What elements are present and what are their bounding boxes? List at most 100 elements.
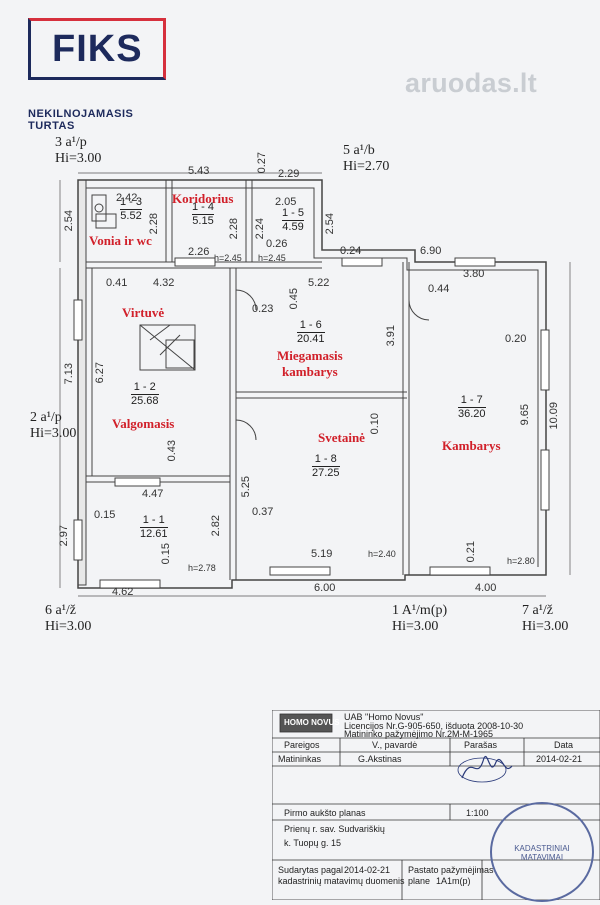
dim-label: 0.45 <box>288 288 300 310</box>
tb-cert: Matininko pažymėjimo Nr.2M-M-1965 <box>344 729 494 739</box>
dim-label: 9.65 <box>519 404 531 426</box>
dim-label: 2.28 <box>148 213 160 235</box>
dim-label: 2.26 <box>188 246 210 258</box>
dim-label: h=2.40 <box>368 549 396 559</box>
dim-label: 3.91 <box>385 325 397 347</box>
room-name-corridor: Koridorius <box>172 191 234 206</box>
dim-label: 4.32 <box>153 277 175 289</box>
dim-label: 0.23 <box>252 303 274 315</box>
tb-col-date: Data <box>554 740 574 750</box>
tb-plan-ref: plane <box>408 876 431 886</box>
tb-scale: 1:100 <box>466 808 489 818</box>
dim-label: 4.47 <box>142 488 164 500</box>
tb-name: G.Akstinas <box>358 754 402 764</box>
fiks-logo: FIKS NEKILNOJAMASIS TURTAS <box>28 18 168 132</box>
dim-label: 0.20 <box>505 333 527 345</box>
watermark: aruodas.lt <box>405 68 538 98</box>
tb-col-sign: Parašas <box>464 740 498 750</box>
dim-label: 7.13 <box>63 363 75 385</box>
homo-novus-logo-text: HOMO NOVUS <box>284 718 340 727</box>
dim-label: h=2.45 <box>258 253 286 263</box>
dim-label: 0.43 <box>166 440 178 462</box>
tb-compiled-date: 2014-02-21 <box>344 865 391 875</box>
tb-col-position: Pareigos <box>284 740 320 750</box>
dim-label: 3.80 <box>463 268 485 280</box>
dim-label: 10.09 <box>548 402 560 430</box>
dim-label: 0.44 <box>428 283 450 295</box>
tb-address2: k. Tuopų g. 15 <box>284 838 342 848</box>
signature <box>457 755 513 783</box>
dim-label: 2.24 <box>254 218 266 240</box>
dim-label: 0.41 <box>106 277 128 289</box>
room-name-bathroom: Vonia ir wc <box>89 233 152 248</box>
tb-plan-code: 1A1m(p) <box>436 876 471 886</box>
tb-date: 2014-02-21 <box>536 754 583 764</box>
dim-label: 0.15 <box>94 509 116 521</box>
dim-label: 2.29 <box>278 168 300 180</box>
tb-building-ref: Pastato pažymėjimas <box>408 865 494 875</box>
fiks-logo-frame <box>28 18 166 80</box>
dim-label: 6.27 <box>94 362 106 384</box>
room-name-living: Svetainė <box>318 430 365 445</box>
dim-label: 5.43 <box>188 165 210 177</box>
tb-compiled2: kadastrinių matavimų duomenis <box>278 876 405 886</box>
dim-label: 5.25 <box>240 476 252 498</box>
dim-label: 0.24 <box>340 245 362 257</box>
title-block-grid <box>271 709 600 901</box>
tb-position: Matininkas <box>278 754 322 764</box>
fiks-logo-text: FIKS <box>52 28 143 70</box>
dim-label: 0.27 <box>256 152 268 174</box>
dim-label: h=2.78 <box>188 563 216 573</box>
cadastral-stamp: KADASTRINIAI MATAVIMAI <box>490 802 594 902</box>
room-name-dining: Valgomasis <box>112 416 175 431</box>
tb-plan-title: Pirmo aukšto planas <box>284 808 366 818</box>
dim-label: 2.05 <box>275 196 297 208</box>
dim-label: 6.90 <box>420 245 442 257</box>
dim-label: 5.19 <box>311 548 333 560</box>
dim-label: h=2.45 <box>214 253 242 263</box>
dim-label: 0.15 <box>160 543 172 565</box>
facade-1-label: 1 A¹/m(p)Hi=3.00 <box>392 603 448 634</box>
dim-label: 2.42 <box>116 192 138 204</box>
dim-label: 4.00 <box>475 582 497 594</box>
dim-label: 0.37 <box>252 506 274 518</box>
room-name-room: Kambarys <box>442 438 501 453</box>
room-name-kitchen: Virtuvė <box>122 305 165 320</box>
dim-label: 0.21 <box>465 541 477 563</box>
tb-compiled: Sudarytas pagal <box>278 865 344 875</box>
dim-label: 4.62 <box>112 586 134 598</box>
fiks-tagline: NEKILNOJAMASIS TURTAS <box>28 108 134 132</box>
dim-label: 0.10 <box>369 413 381 435</box>
stamp-text: KADASTRINIAI MATAVIMAI <box>514 844 570 862</box>
dim-label: h=2.80 <box>507 556 535 566</box>
dim-label: 2.82 <box>210 515 222 537</box>
dim-label: 2.54 <box>63 210 75 232</box>
tb-company: UAB "Homo Novus" <box>344 712 424 722</box>
tb-address1: Prienų r. sav. Sudvariškių <box>284 824 385 834</box>
floor-plan-drawing <box>59 172 571 597</box>
title-block: HOMO NOVUS UAB "Homo Novus" Licencijos N… <box>271 709 600 902</box>
tb-license: Licencijos Nr.G-905-650, išduota 2008-10… <box>344 721 524 731</box>
dim-label: 2.97 <box>58 525 70 547</box>
dim-label: 5.22 <box>308 277 330 289</box>
dim-label: 2.28 <box>228 218 240 240</box>
tb-col-name: V., pavardė <box>372 740 418 750</box>
dim-label: 6.00 <box>314 582 336 594</box>
dim-label: 0.26 <box>266 238 288 250</box>
dim-label: 2.54 <box>324 213 336 235</box>
